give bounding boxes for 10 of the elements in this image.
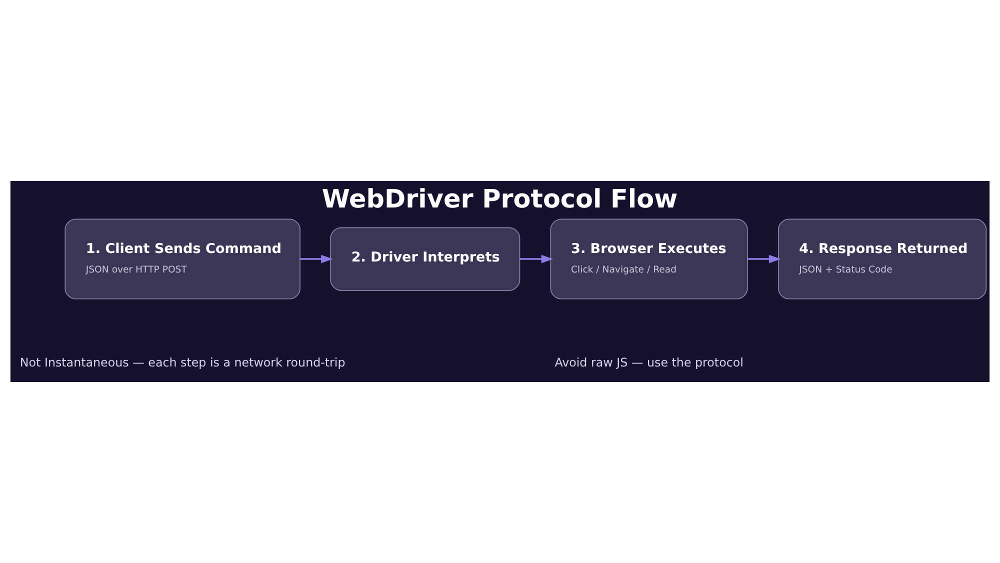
node-box: 2. Driver Interprets xyxy=(330,227,520,291)
node-box: 4. Response Returned JSON + Status Code xyxy=(778,218,987,300)
node-box: 1. Client Sends Command JSON over HTTP POST xyxy=(64,218,300,300)
arrow xyxy=(747,254,781,264)
diagram-title: WebDriver Protocol Flow xyxy=(322,183,678,214)
arrow xyxy=(300,254,333,264)
label: Not Instantaneous — each step is a network round-trip xyxy=(20,355,346,370)
label: Avoid raw JS — use the protocol xyxy=(554,355,744,370)
node-box: 3. Browser Executes Click / Navigate / Read xyxy=(550,218,748,300)
arrow xyxy=(520,254,554,264)
